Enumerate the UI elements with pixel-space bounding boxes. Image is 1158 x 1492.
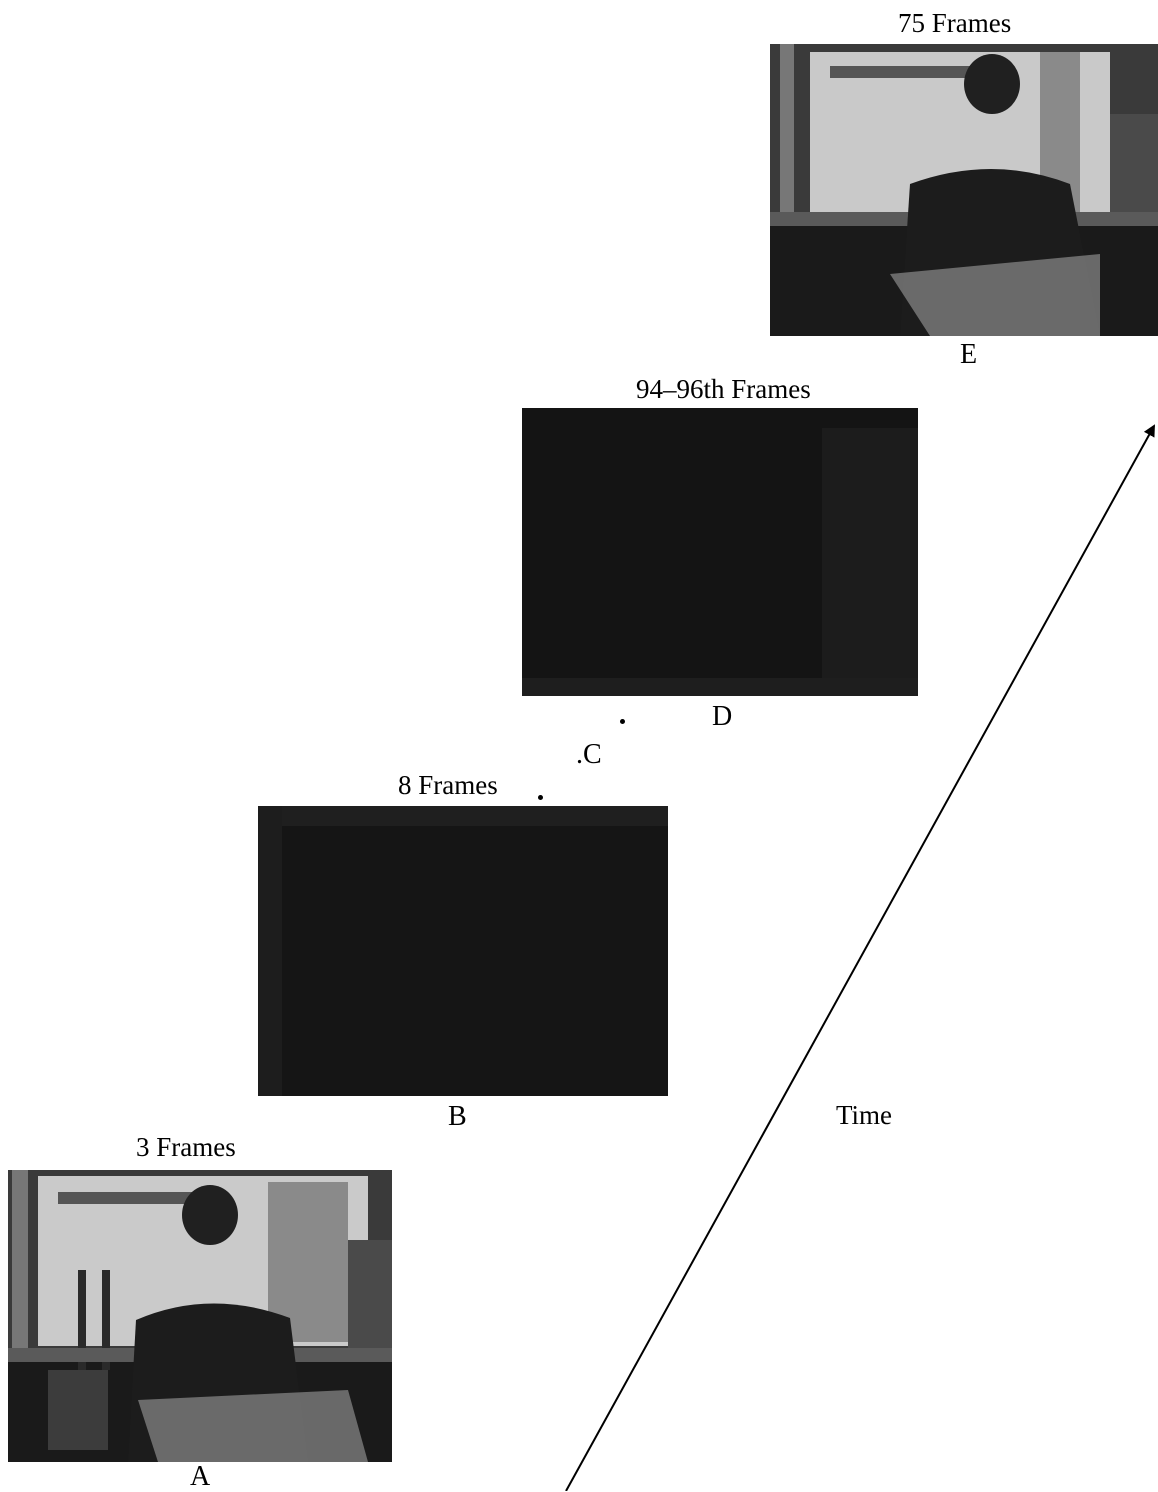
frame-d-duration: 94–96th Frames <box>636 374 811 404</box>
frame-a-letter: A <box>190 1461 211 1492</box>
frame-a-duration: 3 Frames <box>136 1132 236 1162</box>
frame-d-letter: D <box>712 701 733 732</box>
frame-e-scene-image <box>770 44 1158 336</box>
frame-b-letter: B <box>448 1101 467 1132</box>
frame-c-letter: .C <box>576 739 602 770</box>
frame-a-scene-image <box>8 1170 392 1462</box>
ellipsis-dot-upper <box>620 719 625 724</box>
ellipsis-dot-lower <box>538 795 543 800</box>
frame-e-duration: 75 Frames <box>898 8 1012 38</box>
frame-d-mask-image <box>522 408 918 696</box>
frame-b-mask-image <box>258 806 668 1096</box>
time-axis-label: Time <box>836 1100 893 1130</box>
frame-b-duration: 8 Frames <box>398 770 498 800</box>
frame-e-letter: E <box>960 339 978 370</box>
